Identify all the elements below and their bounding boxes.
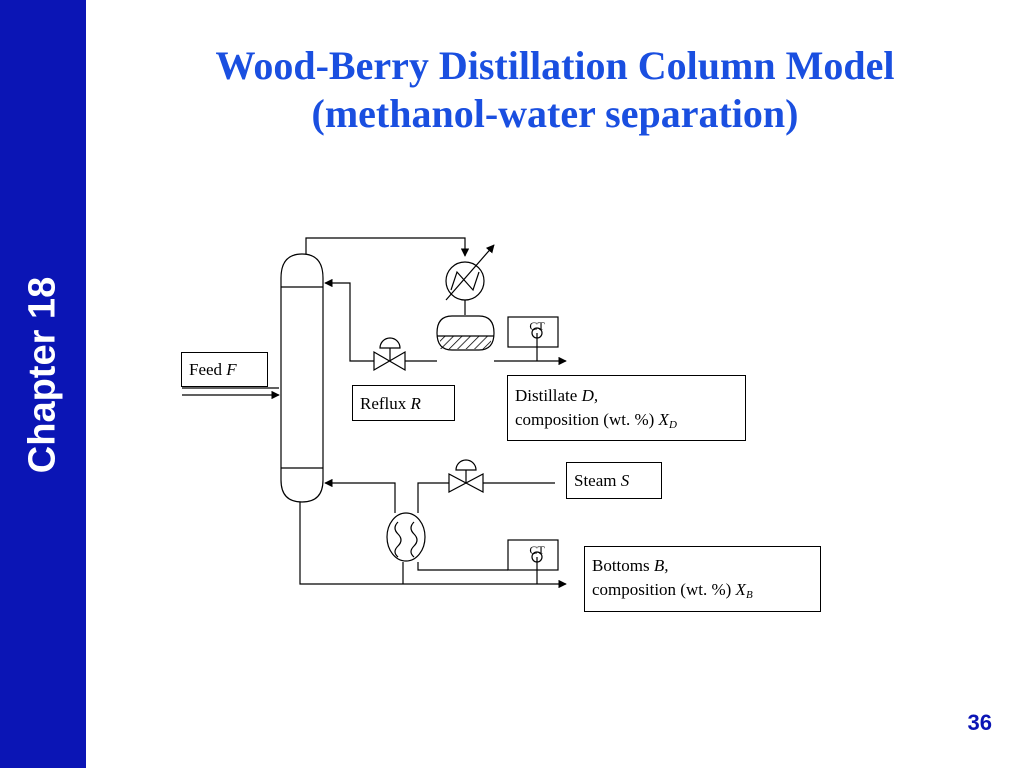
steam-label-box: Steam S [566, 462, 662, 499]
overhead-vapor-line [305, 237, 470, 257]
feed-symbol: F [226, 360, 237, 379]
reflux-valve [373, 350, 406, 372]
slide-title: Wood-Berry Distillation Column Model (me… [86, 42, 1024, 138]
drum-liquid-hatch [440, 336, 491, 349]
distillate-label: Distillate [515, 386, 578, 405]
bottoms-line [299, 502, 567, 589]
chapter-sidebar: Chapter 18 [0, 0, 86, 768]
condenser-coolant [445, 244, 495, 301]
page-number: 36 [967, 710, 992, 735]
distillate-label-box: Distillate D, composition (wt. %) XD [507, 375, 746, 441]
reboiler-return [324, 478, 396, 513]
bottoms-x-symbol: X [735, 580, 746, 599]
bottoms-x-subscript: B [745, 589, 753, 601]
reflux-label: Reflux [360, 394, 407, 413]
reboiler [386, 512, 426, 562]
feed-label: Feed [189, 360, 223, 379]
steam-label: Steam [574, 471, 617, 490]
distillate-composition-label: composition (wt. %) [515, 410, 655, 429]
reflux-line [324, 278, 374, 362]
bottoms-label-box: Bottoms B, composition (wt. %) XB [584, 546, 821, 612]
reflux-label-box: Reflux R [352, 385, 455, 421]
distillate-x-symbol: X [658, 410, 669, 429]
distillate-x-subscript: D [668, 419, 677, 431]
ct-bottom-label: CT [529, 543, 545, 557]
distillation-column [280, 253, 324, 503]
reflux-drum [436, 315, 495, 351]
feed-label-box: Feed F [181, 352, 268, 387]
distillate-symbol: D, [581, 386, 599, 405]
condenser-coil [450, 270, 480, 292]
ct-top-label: CT [529, 319, 545, 333]
bottoms-label: Bottoms [592, 556, 650, 575]
steam-condensate-line [417, 562, 508, 571]
bottoms-composition-label: composition (wt. %) [592, 580, 732, 599]
steam-symbol: S [620, 471, 630, 490]
bottoms-symbol: B, [653, 556, 669, 575]
title-line-2: (methanol-water separation) [311, 91, 799, 136]
steam-valve [448, 473, 484, 493]
ct-top-box [507, 316, 559, 348]
reflux-symbol: R [410, 394, 421, 413]
title-line-1: Wood-Berry Distillation Column Model [215, 43, 895, 88]
ct-bottom-box [507, 539, 559, 571]
